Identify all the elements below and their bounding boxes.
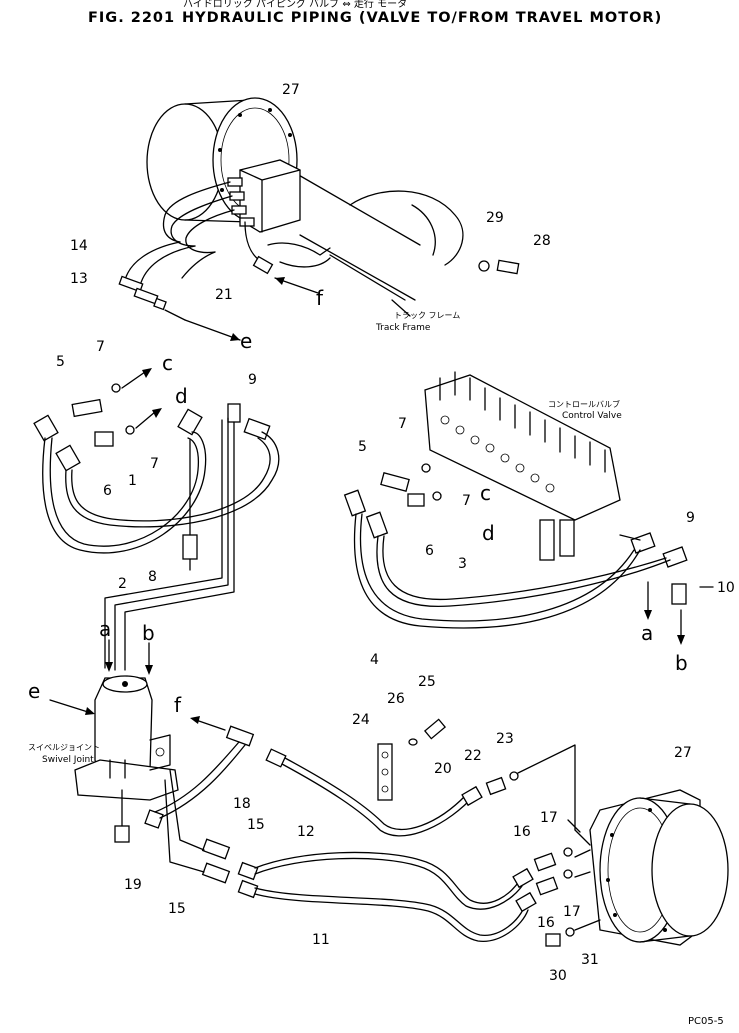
- part-11: 11: [312, 932, 330, 948]
- part-7-left-mid: 7: [150, 456, 159, 472]
- part-7-right-mid: 7: [462, 493, 471, 509]
- swivel-joint-label: Swivel Joint: [42, 755, 94, 765]
- part-17-lower: 17: [563, 904, 581, 920]
- part-23: 23: [496, 731, 514, 747]
- track-frame-label: Track Frame: [375, 323, 431, 333]
- part-9-left: 9: [248, 372, 257, 388]
- part-5-right: 5: [358, 439, 367, 455]
- letter-f-swivel: f: [174, 693, 182, 717]
- part-16-upper: 16: [513, 824, 531, 840]
- part-19: 19: [124, 877, 142, 893]
- part-7-left-top: 7: [96, 339, 105, 355]
- part-6-left: 6: [103, 483, 112, 499]
- part-8: 8: [148, 569, 157, 585]
- part-7-right-top: 7: [398, 416, 407, 432]
- letter-c-right: c: [480, 481, 491, 505]
- part-22: 22: [464, 748, 482, 764]
- part-27-top: 27: [282, 82, 300, 98]
- part-27-bottom: 27: [674, 745, 692, 761]
- part-14: 14: [70, 238, 88, 254]
- figure-title: HYDRAULIC PIPING (VALVE TO/FROM TRAVEL M…: [182, 10, 662, 26]
- control-valve-group: [343, 371, 714, 645]
- part-10: 10: [717, 580, 735, 596]
- part-26: 26: [387, 691, 405, 707]
- letter-f-top: f: [316, 286, 324, 310]
- letter-d-right: d: [482, 521, 495, 545]
- swivel-joint-label-jp: スイベルジョイント: [28, 743, 100, 752]
- letter-a-left: a: [99, 617, 111, 641]
- control-valve-label: Control Valve: [562, 411, 622, 421]
- part-15-upper: 15: [247, 817, 265, 833]
- part-4: 4: [370, 652, 379, 668]
- part-21: 21: [215, 287, 233, 303]
- letter-e-top: e: [240, 329, 252, 353]
- part-24: 24: [352, 712, 370, 728]
- figure-number: FIG. 2201: [88, 10, 175, 26]
- part-13: 13: [70, 271, 88, 287]
- travel-motor-top: [118, 97, 520, 341]
- part-25: 25: [418, 674, 436, 690]
- letter-e-swivel: e: [28, 679, 40, 703]
- swivel-joint: [49, 639, 576, 942]
- part-31: 31: [581, 952, 599, 968]
- part-16-lower: 16: [537, 915, 555, 931]
- letter-a-right: a: [641, 621, 653, 645]
- part-3: 3: [458, 556, 467, 572]
- travel-motor-bottom: [533, 789, 729, 947]
- part-6-right: 6: [425, 543, 434, 559]
- part-17-upper: 17: [540, 810, 558, 826]
- part-28: 28: [533, 233, 551, 249]
- letter-d-left: d: [175, 384, 188, 408]
- page-code: PC05-5: [688, 1016, 724, 1027]
- left-hose-group: [33, 368, 280, 671]
- part-5-left: 5: [56, 354, 65, 370]
- part-15-lower: 15: [168, 901, 186, 917]
- part-18: 18: [233, 796, 251, 812]
- part-12: 12: [297, 824, 315, 840]
- part-1: 1: [128, 473, 137, 489]
- part-9-right: 9: [686, 510, 695, 526]
- letter-b-right: b: [675, 651, 688, 675]
- part-20: 20: [434, 761, 452, 777]
- part-30: 30: [549, 968, 567, 984]
- part-29: 29: [486, 210, 504, 226]
- part-2: 2: [118, 576, 127, 592]
- letter-b-left: b: [142, 621, 155, 645]
- letter-c-left: c: [162, 351, 173, 375]
- track-frame-label-jp: トラック フレーム: [394, 311, 460, 320]
- title-japanese: ハイドロリック パイピング バルブ ⇔ 走行 モータ: [183, 0, 407, 10]
- control-valve-label-jp: コントロールバルブ: [548, 399, 620, 409]
